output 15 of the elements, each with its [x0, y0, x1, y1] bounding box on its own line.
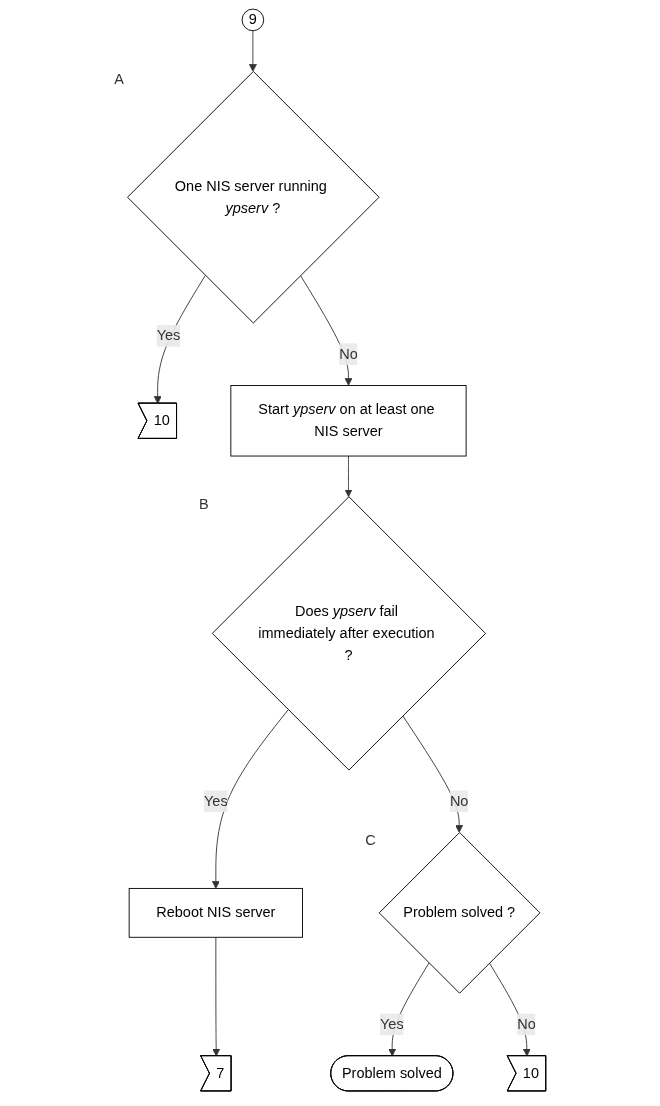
edge-label: No: [339, 346, 358, 362]
edge-label: No: [449, 793, 469, 809]
step-letter: A: [114, 71, 124, 88]
step-letter: B: [199, 496, 209, 513]
edge-label: No: [517, 1016, 536, 1032]
node-box: [128, 887, 303, 938]
edge-label: Yes: [204, 793, 228, 809]
node-diamond: [378, 832, 541, 994]
step-letter: C: [365, 832, 376, 849]
edge-label: Yes: [156, 327, 181, 344]
node-diamond: [211, 496, 486, 771]
node-box: [230, 385, 467, 457]
edge-label: Yes: [380, 1016, 404, 1032]
node-circle: [241, 8, 265, 32]
node-diamond: [127, 71, 380, 324]
